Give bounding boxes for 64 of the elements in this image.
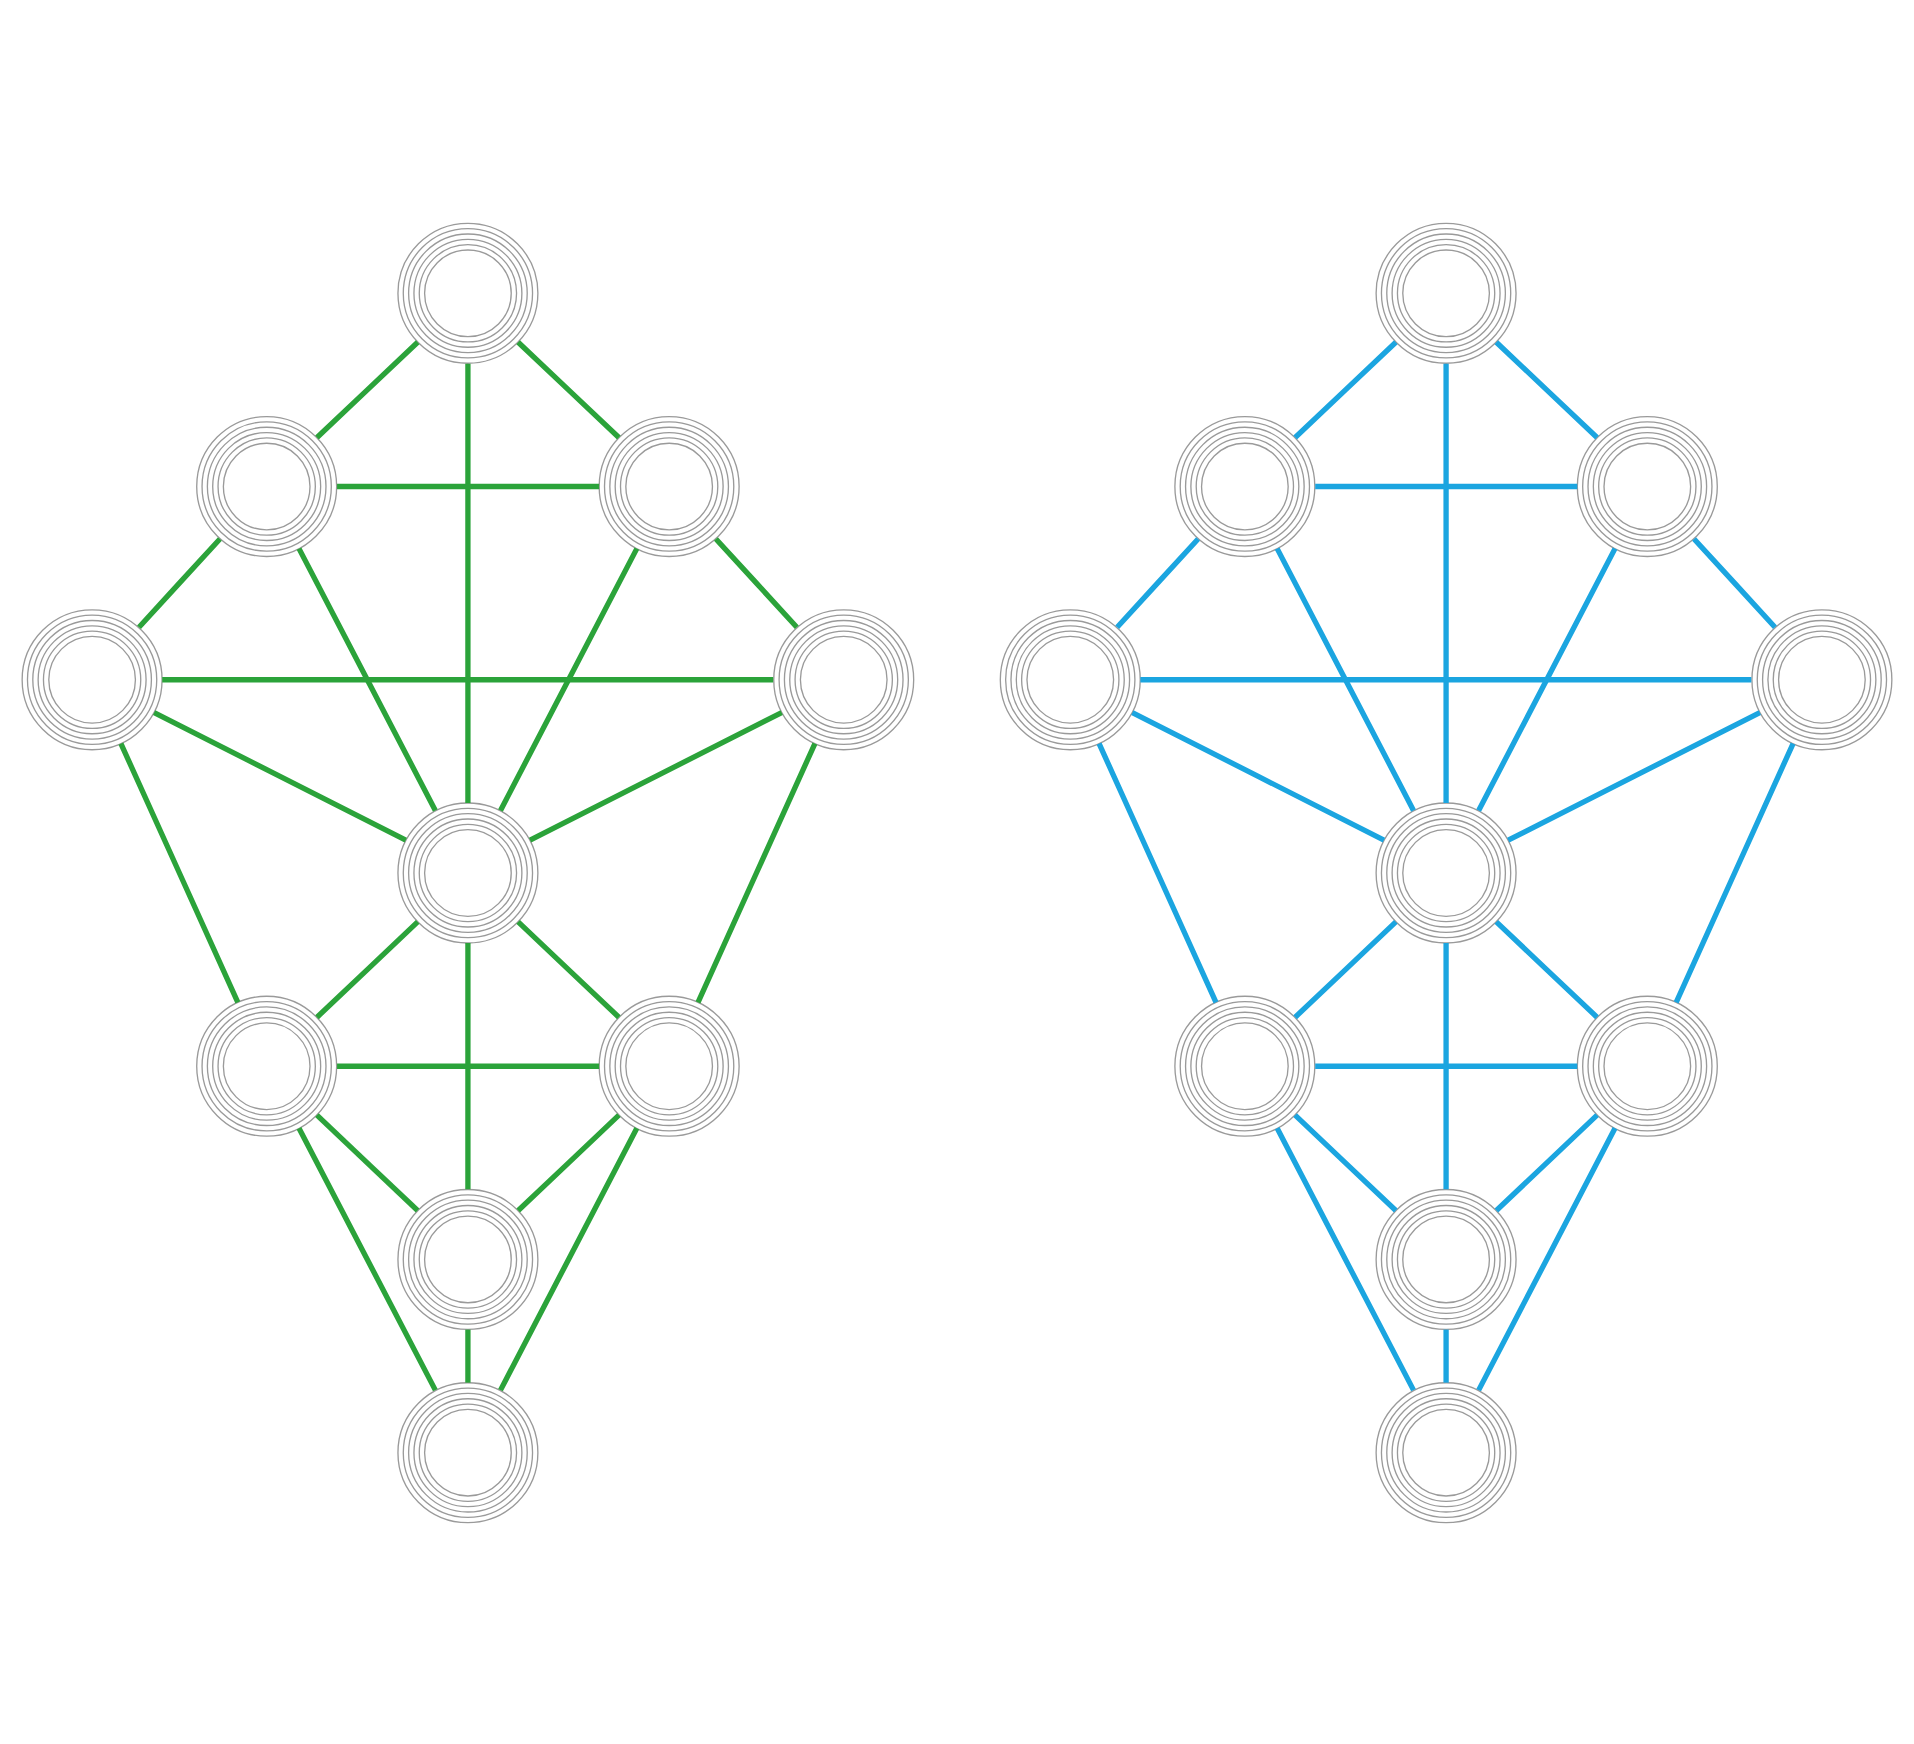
connector (296, 1126, 438, 1391)
connector (498, 1126, 640, 1391)
connector (1274, 546, 1416, 811)
connector (528, 709, 783, 842)
connector (337, 1062, 600, 1068)
node-circle (1576, 414, 1718, 557)
connector (315, 339, 420, 439)
node-circle (1174, 994, 1316, 1136)
connector (1494, 919, 1599, 1019)
connector (162, 676, 774, 682)
connector (516, 339, 621, 439)
connector (1293, 339, 1398, 439)
connector (1692, 536, 1777, 628)
connector (1443, 1328, 1449, 1382)
connector (1673, 741, 1796, 1003)
connector (695, 741, 818, 1003)
node-circle (1174, 414, 1316, 557)
node-circle (1751, 608, 1893, 750)
connector (1315, 1062, 1578, 1068)
connector (1476, 1126, 1618, 1391)
node-circle (196, 994, 338, 1136)
connector (1494, 1112, 1599, 1212)
node-circle (397, 1187, 539, 1330)
node-circle (397, 1381, 539, 1523)
node-circle (21, 608, 163, 750)
connector (337, 482, 600, 489)
connector (137, 536, 222, 628)
node-circle (1576, 994, 1718, 1136)
connector (1476, 546, 1618, 811)
connector (1274, 1126, 1416, 1391)
node-circle (1375, 221, 1517, 363)
node-circle (1375, 1187, 1517, 1330)
connector (498, 546, 640, 811)
connector (465, 1328, 471, 1382)
node-circle (1375, 801, 1517, 943)
connector (1507, 709, 1762, 842)
connector (1293, 1112, 1398, 1212)
node-circle (773, 608, 915, 750)
node-circle (196, 414, 338, 557)
connector (465, 362, 471, 802)
connector (315, 1112, 420, 1212)
connector (516, 919, 621, 1019)
connector (152, 709, 407, 842)
connector (1494, 339, 1599, 439)
connector (1140, 676, 1752, 682)
connector (516, 1112, 621, 1212)
node-circle (397, 221, 539, 363)
node-circle (397, 801, 539, 943)
node-circle (598, 994, 740, 1136)
connector (296, 546, 438, 811)
connector (118, 741, 241, 1003)
connector (1096, 741, 1219, 1003)
connector (1443, 942, 1449, 1189)
connector (1443, 362, 1449, 802)
connector (465, 942, 471, 1189)
connector (315, 919, 420, 1019)
connector (713, 536, 799, 628)
node-circle (999, 608, 1141, 750)
connector (1115, 536, 1201, 628)
node-circle (1375, 1381, 1517, 1523)
node-circle (598, 414, 740, 557)
connector (1131, 709, 1386, 842)
connector (1315, 482, 1578, 489)
connector (1293, 919, 1398, 1019)
